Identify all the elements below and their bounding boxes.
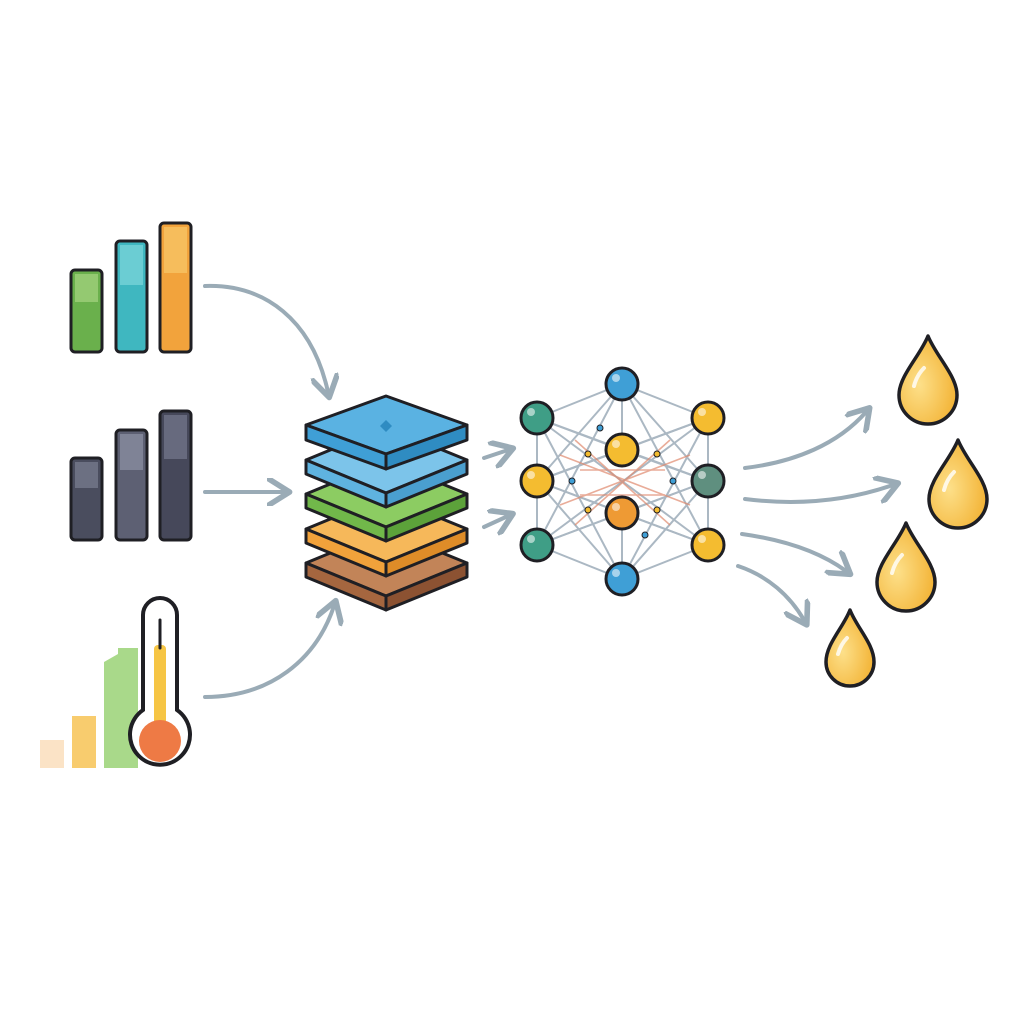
droplet-icon bbox=[824, 608, 876, 688]
layers-icon bbox=[304, 394, 469, 612]
arrow-to-network-1 bbox=[482, 450, 508, 458]
arrow-output-3 bbox=[740, 532, 846, 571]
gray-bar-chart-icon bbox=[69, 409, 193, 542]
arrow-output-4 bbox=[736, 564, 804, 620]
thermometer-icon bbox=[128, 596, 192, 767]
node-upper-right bbox=[690, 400, 726, 436]
yellow-bar bbox=[72, 716, 96, 768]
temperature-chart-icon bbox=[40, 596, 192, 768]
node-middle-right bbox=[690, 463, 726, 499]
droplet-icon bbox=[875, 521, 937, 613]
droplet-icon bbox=[897, 334, 959, 426]
node-top bbox=[604, 366, 640, 402]
arrow-input-1 bbox=[203, 283, 328, 392]
node-upper-left bbox=[519, 400, 555, 436]
node-lower-left bbox=[519, 527, 555, 563]
node-center-bottom bbox=[604, 495, 640, 531]
arrow-output-1 bbox=[743, 412, 866, 470]
node-middle-left bbox=[519, 463, 555, 499]
node-center-top bbox=[604, 432, 640, 468]
node-bottom bbox=[604, 561, 640, 597]
network-icon bbox=[519, 366, 726, 597]
arrow-to-network-2 bbox=[482, 516, 508, 527]
colored-bar-chart-icon bbox=[69, 221, 193, 354]
beige-bar bbox=[40, 740, 64, 768]
arrow-input-3 bbox=[203, 606, 334, 699]
node-lower-right bbox=[690, 527, 726, 563]
droplet-icon bbox=[927, 438, 989, 530]
arrow-output-2 bbox=[743, 485, 893, 504]
